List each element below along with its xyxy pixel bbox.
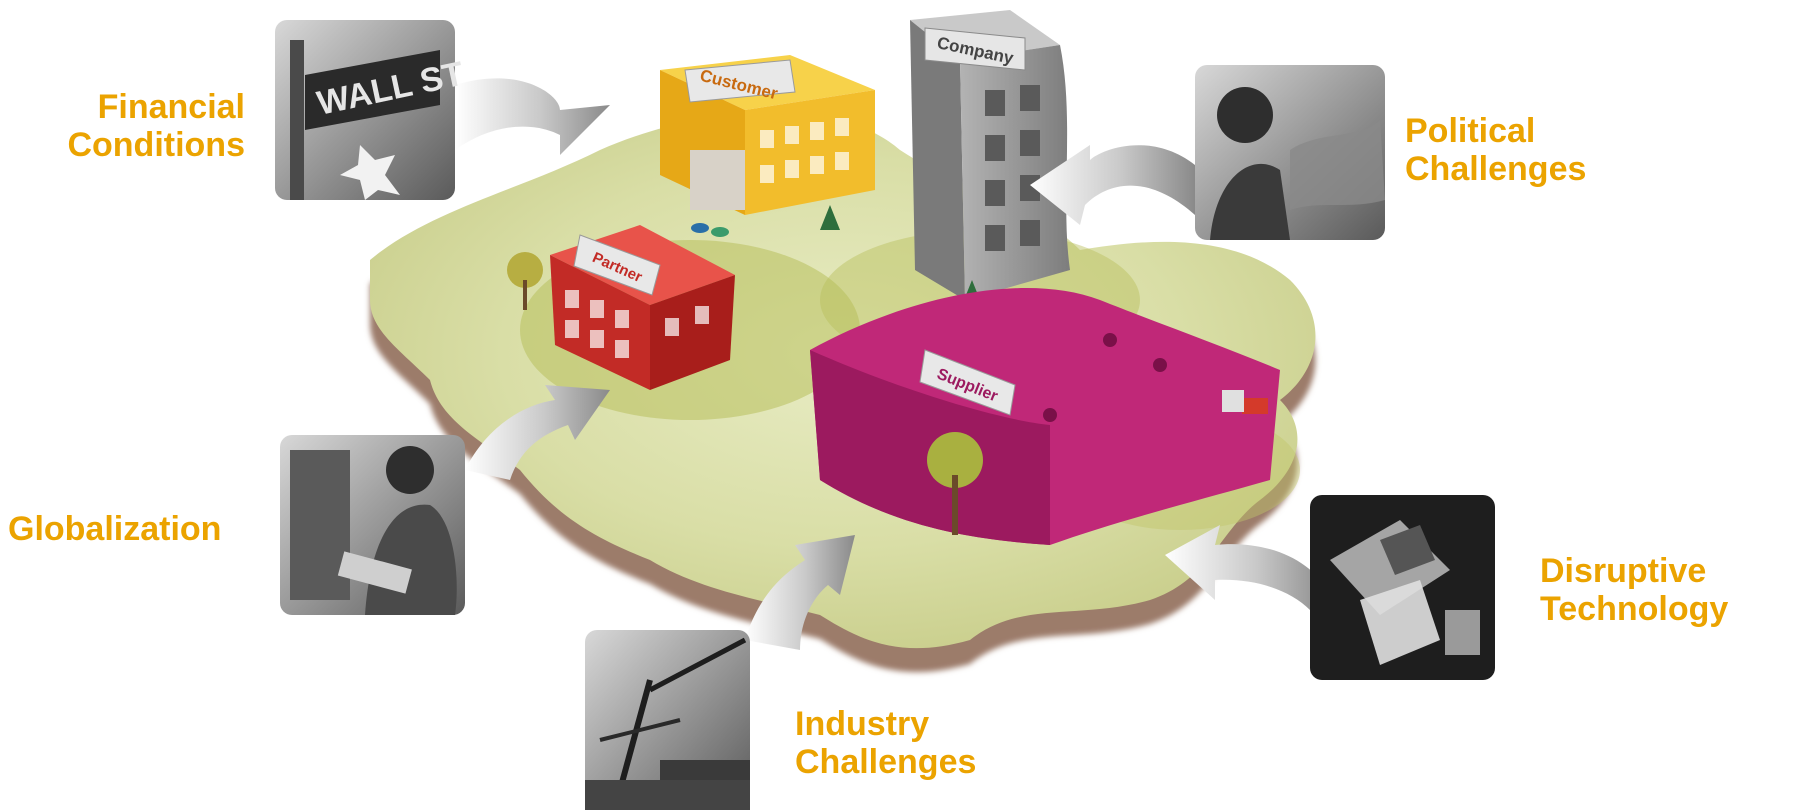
arrow-financial [455, 78, 610, 155]
customer-building: Customer [660, 55, 875, 237]
arrow-industry [745, 535, 855, 650]
industry-line1: Industry [795, 705, 930, 743]
label-disruptive-technology: Disruptive Technology [1540, 552, 1790, 628]
circuit-chip-photo [1310, 495, 1495, 680]
wall-street-sign-photo: WALL ST [275, 20, 467, 200]
harbor-crane-photo [585, 630, 750, 810]
financial-line1: Financial [97, 88, 245, 126]
financial-line2: Conditions [67, 126, 245, 164]
industry-line2: Challenges [795, 743, 977, 781]
arrow-disruptive [1165, 525, 1330, 610]
farm-worker-photo [1195, 65, 1385, 240]
globalization-line1: Globalization [8, 510, 222, 548]
partner-building: Partner [507, 225, 735, 390]
technician-photo [280, 435, 465, 615]
supplier-building: Supplier [810, 288, 1280, 545]
disruptive-line1: Disruptive [1540, 552, 1707, 590]
arrow-globalization [465, 385, 610, 480]
political-line1: Political [1405, 112, 1536, 150]
disruptive-line2: Technology [1540, 590, 1729, 628]
label-financial-conditions: Financial Conditions [20, 88, 245, 164]
label-globalization: Globalization [8, 510, 278, 548]
company-building: Company [910, 10, 1070, 310]
label-political-challenges: Political Challenges [1405, 112, 1635, 188]
label-industry-challenges: Industry Challenges [795, 705, 1035, 781]
political-line2: Challenges [1405, 150, 1587, 188]
arrow-political [1030, 145, 1195, 225]
